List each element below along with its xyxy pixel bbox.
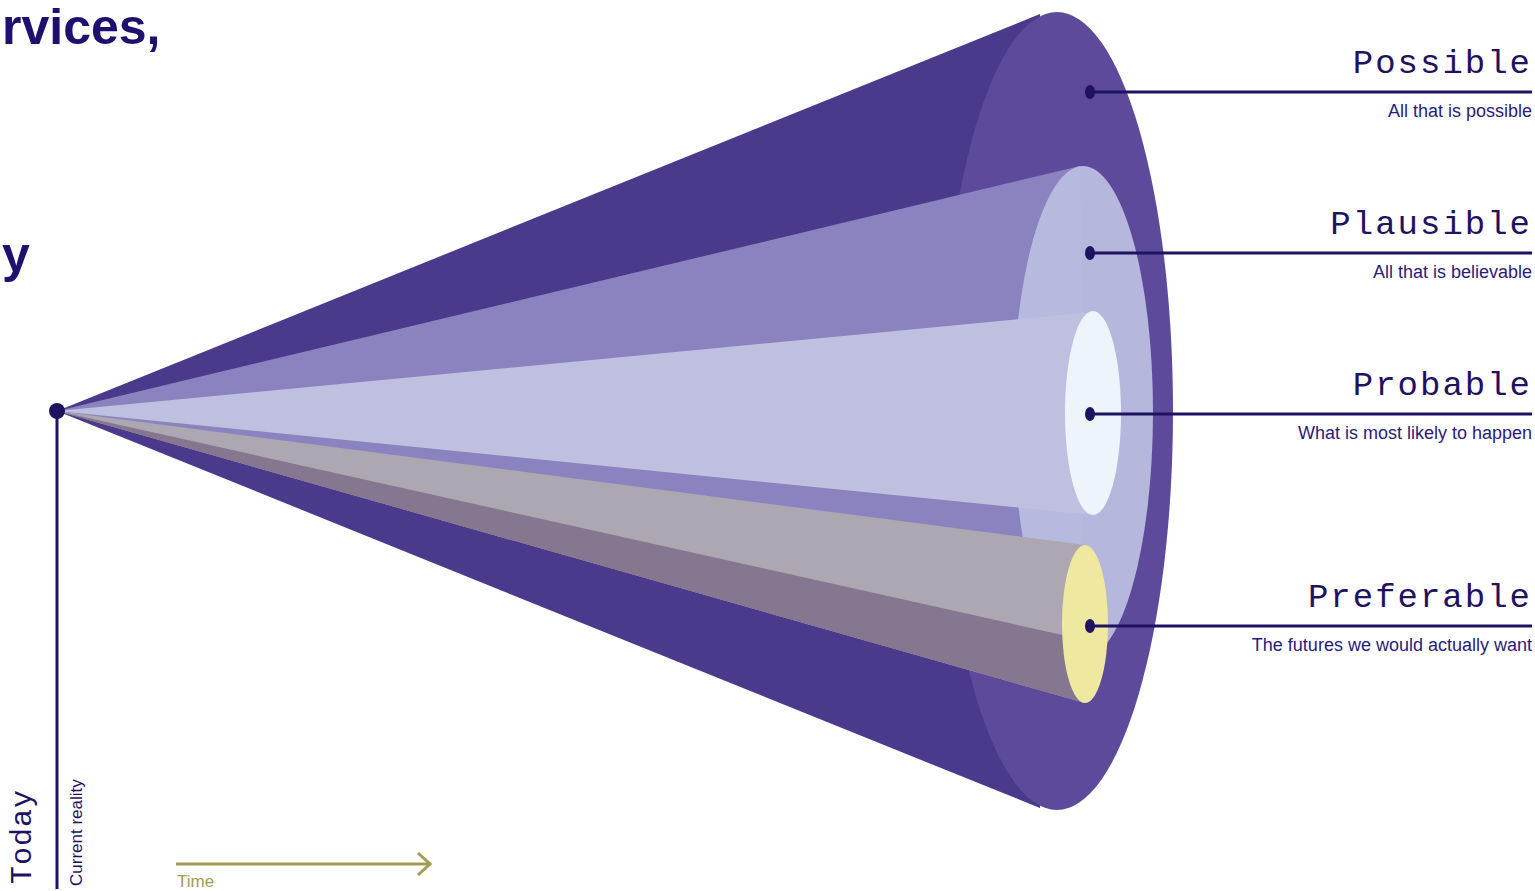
category-description: All that is believable — [1373, 263, 1532, 283]
category-description: All that is possible — [1388, 102, 1532, 122]
preferable-cone — [57, 411, 1090, 703]
preferable-face — [1062, 545, 1108, 703]
heading-fragment: y — [2, 230, 30, 280]
category-title: Plausible — [1330, 208, 1532, 242]
axis-sublabel: Current reality — [68, 779, 85, 886]
category-description: The futures we would actually want — [1252, 636, 1532, 656]
category-title: Possible — [1353, 47, 1532, 81]
today-line — [56, 411, 59, 889]
category-title: Probable — [1353, 369, 1532, 403]
leader-dots — [1085, 85, 1095, 633]
time-arrow — [176, 853, 430, 875]
category-title: Preferable — [1308, 581, 1532, 615]
category-description: What is most likely to happen — [1298, 424, 1532, 444]
axis-label: Today — [8, 789, 38, 884]
axis-label: Time — [177, 873, 214, 890]
preferable-cone-shade — [57, 411, 1085, 703]
leader-lines — [1090, 92, 1532, 626]
heading-fragment: rvices, — [2, 2, 160, 52]
